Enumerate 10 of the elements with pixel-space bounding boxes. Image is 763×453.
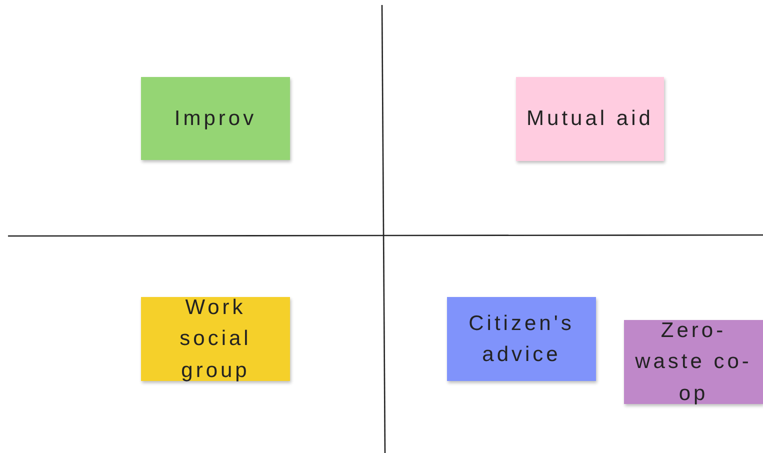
sticky-note [141,77,290,160]
note-text: Citizen's advice [468,310,576,368]
note-text: Improv [174,106,257,132]
sticky-note [624,320,763,404]
note-text: Zero-waste co-op [634,318,753,407]
note-text: Work social group [178,294,252,384]
sticky-note [447,297,596,381]
sticky-note [516,77,664,161]
sticky-note [141,297,290,381]
note-text: Mutual aid [526,106,654,132]
